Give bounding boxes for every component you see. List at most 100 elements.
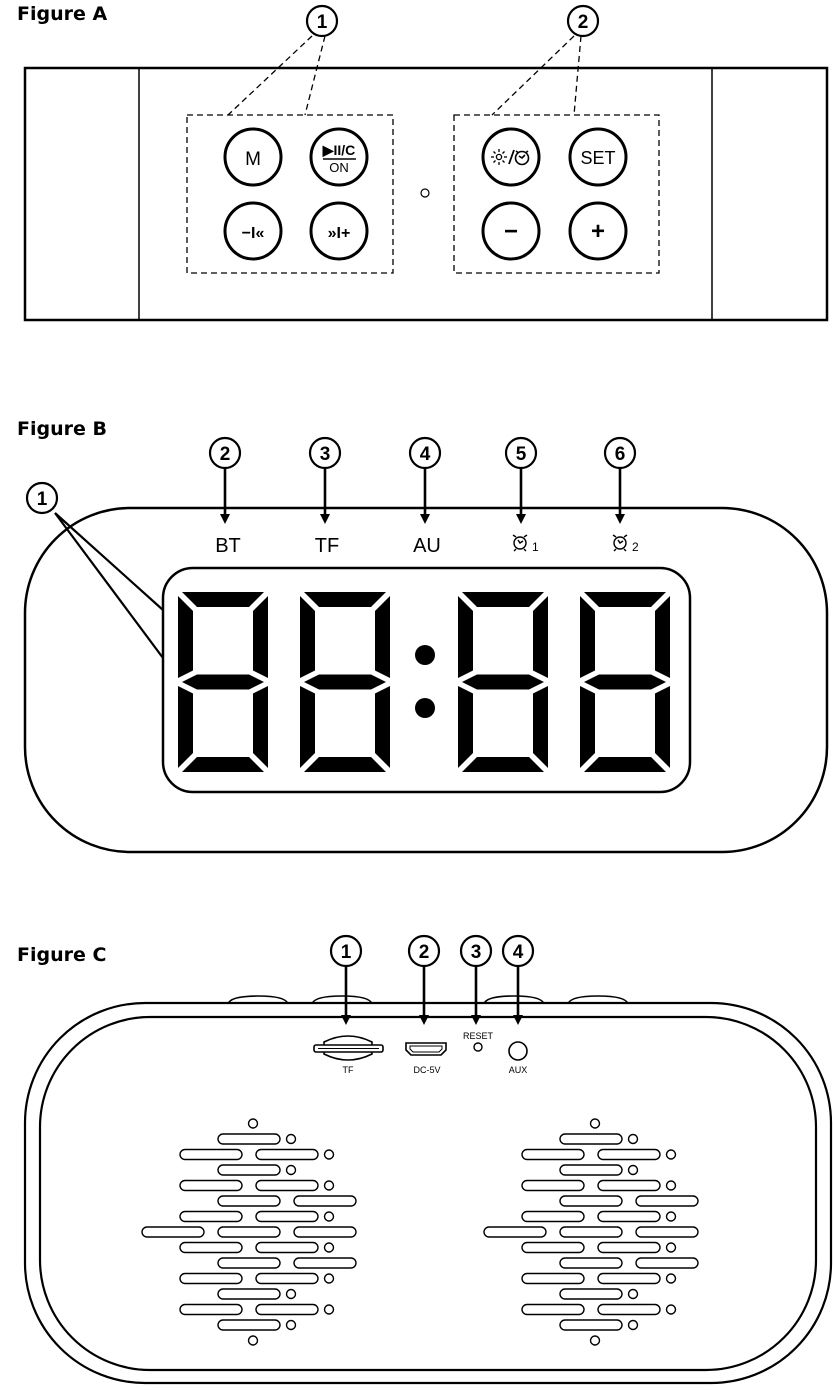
grille-hole xyxy=(247,1118,259,1129)
segment-middle xyxy=(182,674,264,690)
callout-c-1: 1 xyxy=(329,934,363,968)
grille-slot xyxy=(521,1148,585,1161)
alarm-1-subscript: 1 xyxy=(532,540,539,554)
callout-b-2: 2 xyxy=(208,436,242,470)
callout-b-3: 3 xyxy=(308,436,342,470)
grille-slot xyxy=(141,1226,205,1238)
grille-slot xyxy=(179,1179,243,1192)
grille-slot xyxy=(597,1148,661,1161)
grille-hole xyxy=(323,1304,335,1315)
set-button[interactable]: SET xyxy=(568,127,628,187)
digit-1 xyxy=(178,592,268,772)
colon-dot-top xyxy=(415,645,435,665)
tf-slot-label: TF xyxy=(343,1065,354,1075)
grille-hole xyxy=(323,1242,335,1253)
callout-b-4: 4 xyxy=(408,436,442,470)
grille-slot xyxy=(217,1226,281,1238)
reset-pinhole[interactable] xyxy=(473,1042,483,1052)
grille-slot xyxy=(635,1195,699,1207)
speaker-grille-right xyxy=(483,1118,699,1346)
segment-top xyxy=(584,592,666,607)
seven-segment-digits xyxy=(178,592,670,772)
grille-hole xyxy=(665,1211,677,1222)
grille-hole xyxy=(285,1319,297,1331)
grille-slot xyxy=(635,1257,699,1269)
segment-bottom xyxy=(462,757,544,772)
button-group-2-box xyxy=(453,114,660,274)
grille-slot xyxy=(597,1179,661,1192)
callout-b-6-label: 6 xyxy=(615,444,626,465)
dc-5v-port xyxy=(405,1042,447,1056)
callout-c-3-label: 3 xyxy=(471,942,482,963)
alarm-2-indicator: 2 xyxy=(612,534,639,554)
grille-slot xyxy=(559,1133,623,1145)
grille-hole xyxy=(285,1288,297,1300)
segment-bottom-right xyxy=(375,686,390,768)
alarm-clock-icon xyxy=(512,534,528,552)
next-volume-up-button[interactable]: »I+ xyxy=(309,201,369,261)
grille-slot xyxy=(179,1303,243,1316)
grille-slot xyxy=(255,1303,319,1316)
grille-slot xyxy=(521,1241,585,1254)
figure-a-title: Figure A xyxy=(17,3,108,25)
grille-hole xyxy=(665,1304,677,1315)
play-pause-call-power-button[interactable]: ▶II/C ON xyxy=(309,127,369,187)
digit-3 xyxy=(458,592,548,772)
grille-slot xyxy=(521,1303,585,1316)
indicator-tf: TF xyxy=(315,535,339,557)
rear-housing-outer xyxy=(23,1001,833,1385)
colon-dot-bottom xyxy=(415,698,435,718)
grille-slot xyxy=(179,1148,243,1161)
grille-slot xyxy=(179,1210,243,1223)
grille-slot xyxy=(521,1210,585,1223)
reset-label: RESET xyxy=(463,1031,494,1041)
callout-b-3-label: 3 xyxy=(320,444,331,465)
segment-top xyxy=(304,592,386,607)
segment-bottom-right xyxy=(655,686,670,768)
grille-hole xyxy=(665,1242,677,1253)
indicator-bt: BT xyxy=(215,535,241,557)
alarm-2-subscript: 2 xyxy=(632,540,639,554)
segment-bottom-left xyxy=(458,686,473,768)
grille-slot xyxy=(559,1226,623,1238)
grille-slot xyxy=(217,1319,281,1331)
minus-button[interactable]: − xyxy=(481,201,541,261)
grille-hole xyxy=(323,1180,335,1191)
grille-hole xyxy=(323,1211,335,1222)
figure-b-diagram: 1 2 3 4 5 6 BT TF AU xyxy=(23,436,829,854)
brightness-alarm-button[interactable] xyxy=(481,127,541,187)
grille-slot xyxy=(255,1210,319,1223)
aux-jack[interactable] xyxy=(508,1041,528,1061)
segment-top-left xyxy=(300,596,315,678)
grille-slot xyxy=(255,1241,319,1254)
grille-slot xyxy=(635,1226,699,1238)
segment-middle xyxy=(462,674,544,690)
grille-hole xyxy=(323,1273,335,1284)
grille-hole xyxy=(627,1288,639,1300)
callout-b-4-label: 4 xyxy=(420,444,431,465)
microphone-hole xyxy=(420,188,430,198)
figure-a-diagram: 1 2 M ▶II/C ON −I« »I+ xyxy=(23,4,829,322)
brightness-icon xyxy=(491,149,507,165)
figure-c-diagram: TF DC-5V RESET AUX 1 2 3 4 xyxy=(23,934,833,1385)
led-display-window xyxy=(161,566,692,794)
grille-slot xyxy=(597,1272,661,1285)
segment-bottom-right xyxy=(533,686,548,768)
segment-top-right xyxy=(655,596,670,678)
grille-slot xyxy=(559,1195,623,1207)
grille-slot xyxy=(217,1257,281,1269)
button-group-1-box xyxy=(186,114,394,274)
grille-slot xyxy=(179,1241,243,1254)
mode-button[interactable]: M xyxy=(223,127,283,187)
grille-hole xyxy=(627,1319,639,1331)
segment-top-left xyxy=(178,596,193,678)
grille-slot xyxy=(217,1164,281,1176)
segment-top-right xyxy=(533,596,548,678)
segment-bottom xyxy=(182,757,264,772)
tf-card-slot xyxy=(313,1035,384,1061)
plus-button[interactable]: + xyxy=(568,201,628,261)
minus-button-label: − xyxy=(504,218,518,245)
previous-volume-down-button[interactable]: −I« xyxy=(223,201,283,261)
grille-hole xyxy=(285,1133,297,1145)
segment-middle xyxy=(304,674,386,690)
